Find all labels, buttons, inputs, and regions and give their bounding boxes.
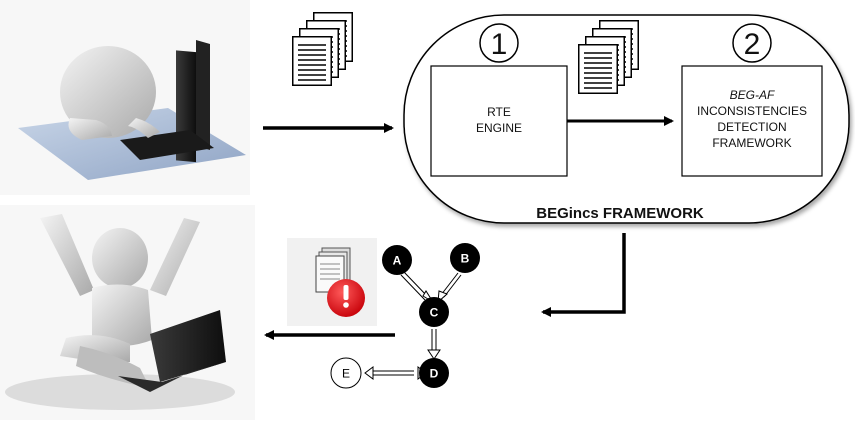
warning-icon — [327, 279, 365, 317]
graph-node-a: A — [382, 245, 412, 275]
step-1-label-line1: RTE — [487, 105, 511, 119]
user-celebrating-illustration — [0, 205, 255, 420]
node-e-label: E — [342, 367, 350, 381]
user-at-computer-illustration — [0, 0, 250, 195]
edge-a-c-2 — [403, 271, 429, 298]
step-2-badge — [732, 23, 772, 63]
step-1-box: 1 RTE ENGINE — [430, 23, 568, 177]
node-b-label: B — [461, 252, 470, 266]
graph-node-e: E — [330, 357, 362, 389]
step-2-label-line2: INCONSISTENCIES — [697, 104, 807, 118]
step-1-label-line2: ENGINE — [476, 121, 522, 135]
arrowhead-d-e — [364, 366, 374, 380]
graph-node-d: D — [419, 358, 449, 388]
graph-node-b: B — [450, 243, 480, 273]
step-1-number: 1 — [491, 28, 508, 61]
step-2-label-line4: FRAMEWORK — [712, 136, 791, 150]
output-arrow — [541, 233, 626, 317]
node-a-label: A — [393, 254, 402, 268]
step-1-badge — [479, 23, 519, 63]
graph-node-c: C — [419, 297, 449, 327]
step-2-number: 2 — [744, 28, 761, 61]
framework-title: BEGincs FRAMEWORK — [536, 205, 704, 222]
step-2-box: 2 BEG-AF INCONSISTENCIES DETECTION FRAME… — [681, 23, 823, 177]
edge-b-c — [440, 272, 459, 296]
node-c-label: C — [430, 306, 439, 320]
node-d-label: D — [430, 367, 439, 381]
document-warning-icon — [287, 238, 377, 326]
step-2-label-line3: DETECTION — [717, 120, 786, 134]
edge-b-c-2 — [443, 274, 462, 298]
arrowhead-c-d — [427, 349, 441, 360]
document-stack-icon — [292, 12, 353, 86]
step-2-label-line1: BEG-AF — [730, 88, 775, 102]
graph-edges — [373, 271, 462, 376]
edge-a-c — [400, 274, 426, 301]
